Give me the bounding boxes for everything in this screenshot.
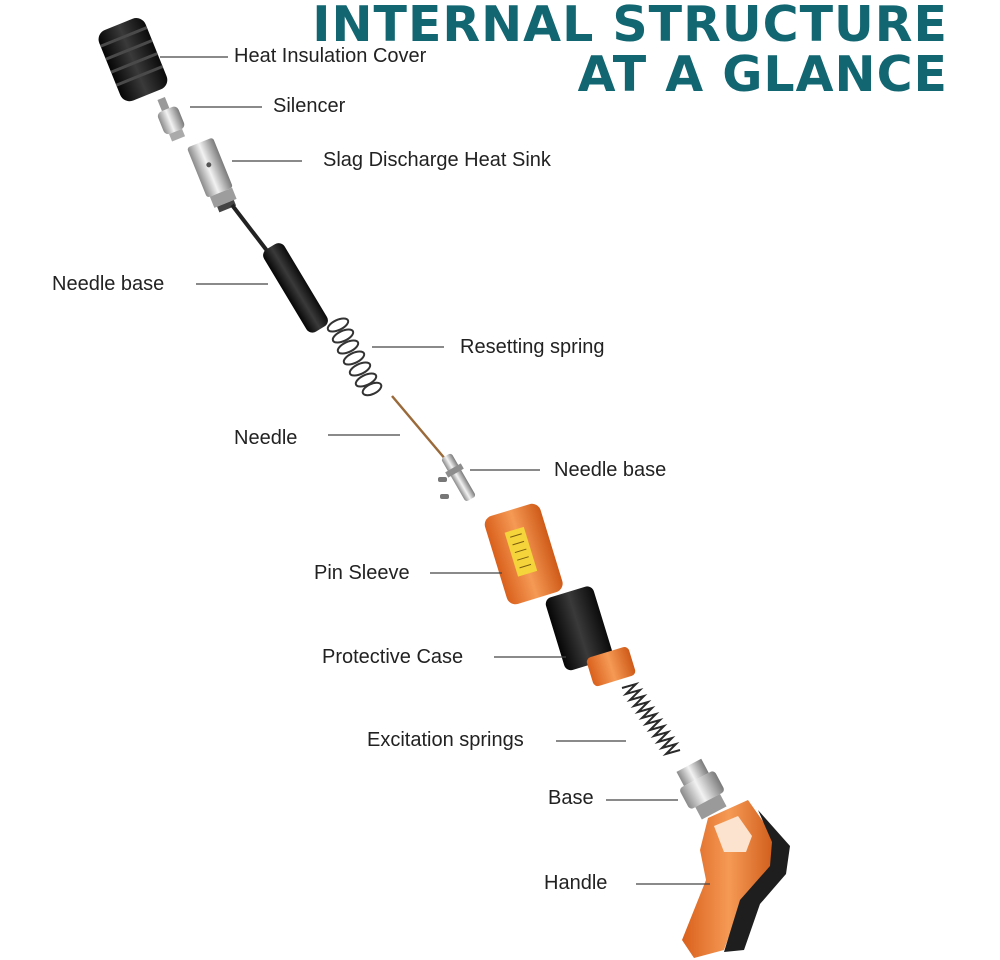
label-handle: Handle: [544, 872, 608, 894]
label-silencer: Silencer: [273, 95, 346, 117]
label-needle: Needle: [234, 427, 298, 449]
protective-case-part: [545, 586, 636, 687]
label-resetting-spring: Resetting spring: [460, 336, 605, 358]
page-title: INTERNAL STRUCTURE AT A GLANCE: [312, 0, 948, 100]
needle-base-lower-part: [441, 453, 476, 501]
leader-lines: [160, 56, 710, 885]
label-needle-base-lower: Needle base: [554, 459, 667, 481]
screw-parts: [438, 477, 449, 499]
handle-part: [682, 800, 790, 958]
label-slag-discharge-heat-sink: Slag Discharge Heat Sink: [323, 149, 551, 171]
heat-insulation-cover-part: [98, 18, 168, 102]
slag-discharge-heat-sink-part: [187, 138, 237, 213]
label-excitation-springs: Excitation springs: [367, 729, 524, 751]
label-protective-case: Protective Case: [322, 646, 464, 668]
silencer-part: [157, 96, 186, 142]
title-line-1: INTERNAL STRUCTURE: [312, 0, 948, 53]
label-base: Base: [548, 787, 594, 809]
label-heat-insulation-cover: Heat Insulation Cover: [234, 45, 427, 67]
resetting-spring-part: [326, 317, 383, 397]
label-pin-sleeve: Pin Sleeve: [314, 562, 410, 584]
base-part: [676, 758, 727, 820]
pin-sleeve-part: [484, 503, 563, 605]
needle-part: [391, 395, 447, 461]
excitation-springs-part: [621, 681, 681, 757]
label-needle-base-upper: Needle base: [52, 273, 165, 295]
needle-base-upper-part: [230, 203, 328, 333]
title-line-2: AT A GLANCE: [577, 46, 948, 103]
